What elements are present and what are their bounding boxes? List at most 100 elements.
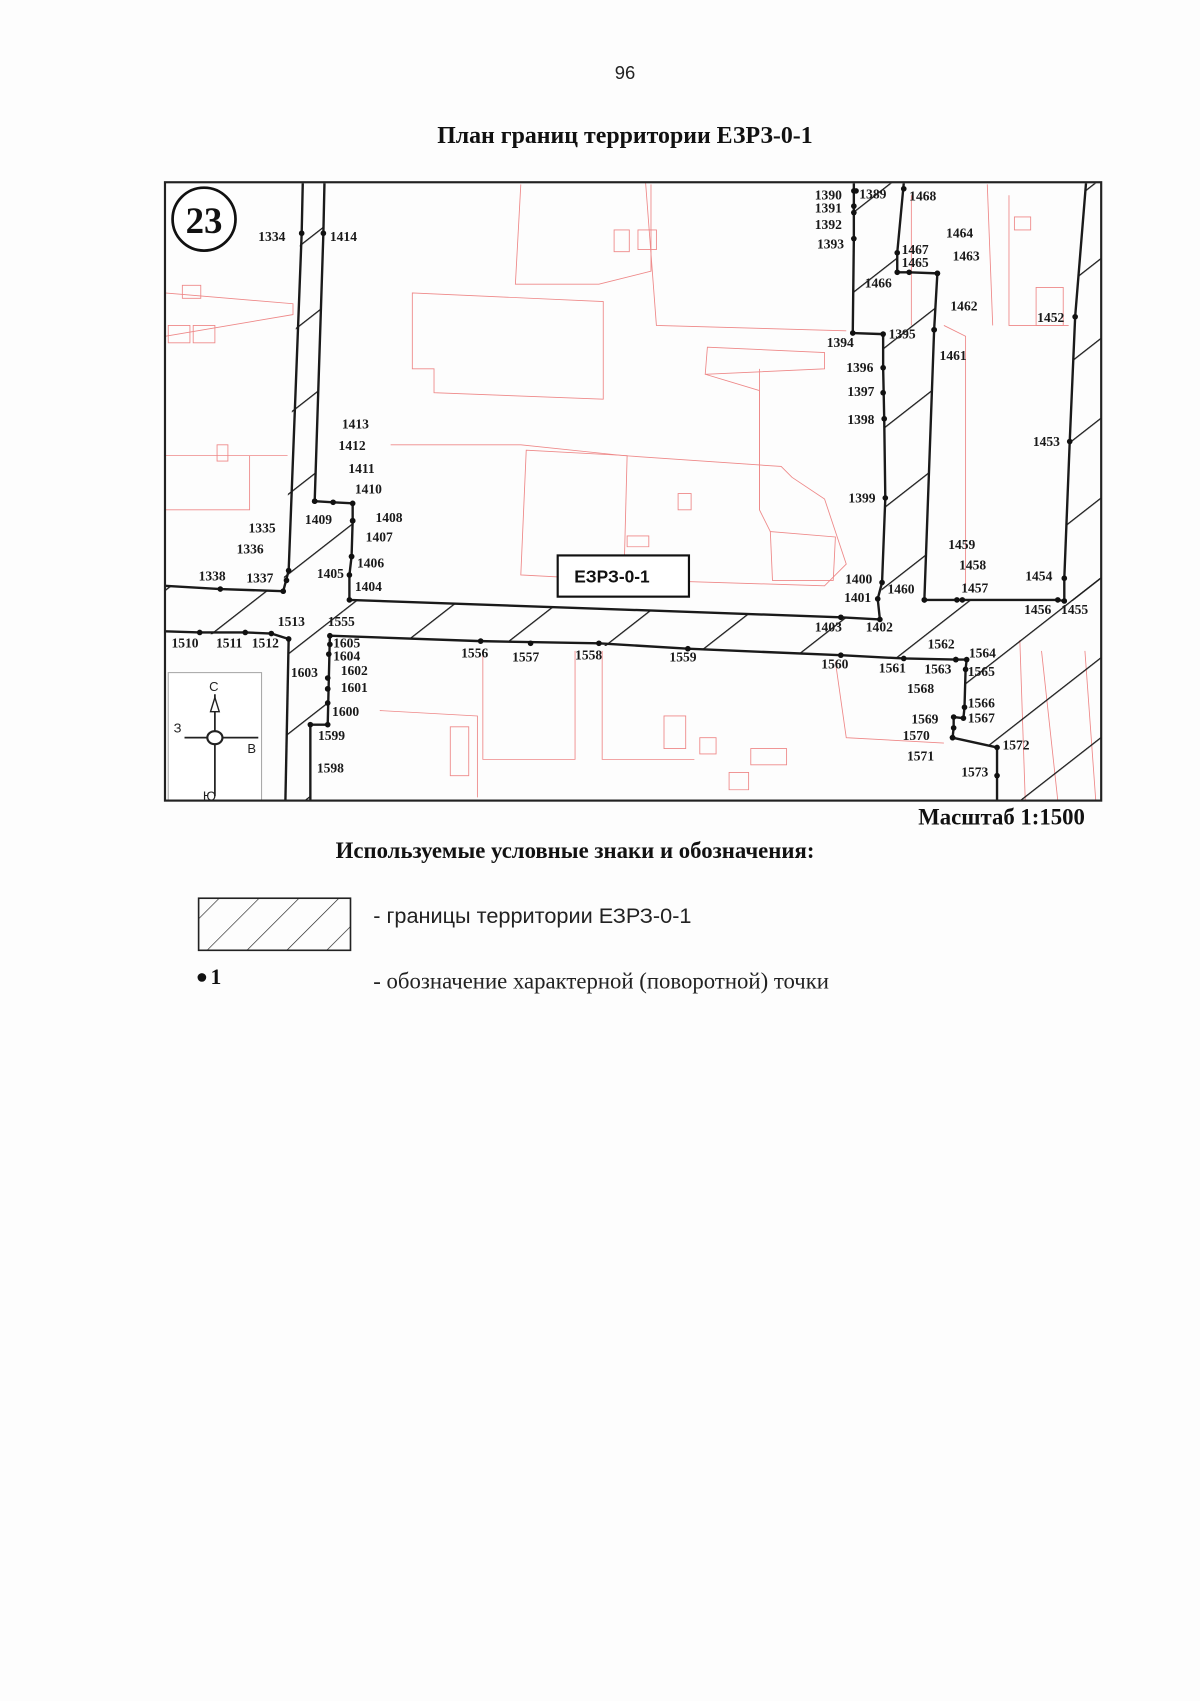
- turning-point-marker: [320, 230, 327, 237]
- legend-point-text: - обозначение характерной (поворотной) т…: [373, 968, 829, 993]
- north-arrow-icon: [209, 695, 221, 713]
- turning-point: 1573: [961, 765, 1000, 780]
- turning-point-label: 1458: [959, 558, 986, 573]
- turning-point-label: 1566: [968, 695, 995, 710]
- turning-point-label: 1598: [317, 760, 344, 775]
- map-scale: Масштаб 1:1500: [918, 804, 1085, 829]
- turning-point-label: 1402: [866, 619, 893, 634]
- turning-point: 1408: [349, 510, 403, 525]
- turning-point: 1567: [960, 710, 995, 725]
- turning-point-marker: [953, 656, 959, 663]
- turning-point: 1403: [815, 614, 844, 634]
- turning-point-label: 1559: [669, 650, 696, 665]
- turning-point-label: 1604: [333, 649, 360, 664]
- legend-point-icon: [197, 973, 207, 982]
- compass-north: С: [209, 679, 218, 694]
- turning-point: 1467: [894, 242, 929, 257]
- turning-point-marker: [348, 553, 355, 560]
- turning-point-marker: [1061, 598, 1068, 604]
- turning-point: 1459: [921, 537, 976, 603]
- turning-point: 1406: [348, 553, 384, 570]
- turning-point: 1389: [853, 187, 887, 202]
- turning-point-label: 1391: [815, 201, 842, 216]
- turning-point-marker: [900, 655, 907, 662]
- turning-point: 1564: [963, 645, 996, 663]
- turning-point: 1461: [931, 326, 967, 363]
- turning-point-label: 1461: [940, 348, 967, 363]
- turning-point: 1454: [1025, 568, 1068, 583]
- turning-point-marker: [196, 629, 203, 636]
- turning-point-marker: [280, 588, 287, 595]
- turning-point-label: 1414: [330, 229, 357, 244]
- turning-point-marker: [934, 270, 941, 277]
- turning-point-label: 1511: [216, 636, 243, 651]
- turning-point-label: 1600: [332, 704, 359, 719]
- turning-point-label: 1601: [341, 680, 368, 695]
- turning-point: 1566: [961, 695, 995, 710]
- turning-point: 1512: [252, 630, 279, 651]
- turning-point-marker: [838, 652, 844, 659]
- turning-point-label: 1464: [946, 226, 973, 241]
- turning-point: 1570: [903, 728, 956, 743]
- turning-point: 1511: [216, 629, 249, 651]
- sheet-number-circle: [171, 186, 237, 252]
- turning-point-label: 1403: [815, 619, 842, 634]
- turning-point: 1393: [817, 235, 857, 251]
- turning-point: 1604: [325, 649, 360, 664]
- page-number: 96: [615, 62, 636, 83]
- turning-point-marker: [849, 330, 856, 336]
- turning-point-marker: [851, 203, 857, 209]
- turning-point-label: 1465: [902, 255, 929, 270]
- turning-point-label: 1452: [1037, 310, 1064, 325]
- turning-point-label: 1567: [968, 710, 995, 725]
- turning-point: 1569: [911, 712, 957, 731]
- turning-point-label: 1602: [341, 663, 368, 678]
- turning-point: 1453: [1033, 434, 1073, 449]
- turning-point-marker: [880, 389, 886, 396]
- turning-point-label: 1460: [887, 581, 914, 596]
- turning-point-marker: [268, 630, 275, 637]
- turning-point-label: 1565: [968, 664, 995, 679]
- turning-point-marker: [1066, 438, 1073, 445]
- legend-point-sample: 1: [211, 965, 222, 989]
- turning-point: 1568: [907, 681, 957, 720]
- turning-point: 1462: [931, 298, 978, 333]
- compass-rose: С Ю З В: [167, 672, 263, 801]
- turning-point-label: 1406: [357, 555, 384, 570]
- turning-point: 1458: [954, 558, 986, 603]
- turning-point-marker: [851, 235, 857, 242]
- turning-point-marker: [349, 500, 356, 507]
- turning-point: 1335: [249, 521, 292, 574]
- turning-point-marker: [882, 495, 889, 501]
- turning-point-marker: [959, 597, 966, 603]
- turning-point-marker: [906, 269, 912, 276]
- turning-point-label: 1453: [1033, 434, 1060, 449]
- turning-point: 1560: [821, 652, 849, 671]
- turning-point: 1456: [1024, 597, 1061, 617]
- turning-point-label: 1336: [237, 541, 264, 556]
- turning-point: 1465: [902, 255, 929, 276]
- turning-point-label: 1394: [827, 335, 854, 350]
- turning-point: 1565: [962, 664, 995, 679]
- turning-point-marker: [838, 614, 844, 621]
- turning-point-label: 1510: [171, 636, 198, 651]
- turning-point-label: 1564: [969, 645, 996, 660]
- turning-point-label: 1400: [845, 572, 872, 587]
- turning-point: 1455: [1061, 598, 1088, 617]
- turning-point-marker: [327, 641, 333, 648]
- turning-point-label: 1454: [1025, 568, 1052, 583]
- turning-point: 1601: [324, 680, 368, 695]
- turning-point-label: 1467: [902, 242, 929, 257]
- zone-label-box: [556, 554, 691, 598]
- turning-point-label: 1395: [889, 326, 916, 341]
- turning-point-marker: [330, 499, 336, 506]
- turning-point: 1600: [324, 700, 359, 719]
- turning-point: 1605: [327, 636, 360, 651]
- turning-point: 1411: [330, 461, 375, 506]
- map-frame: [163, 181, 1103, 802]
- turning-point: 1599: [318, 721, 345, 743]
- turning-point-label: 1337: [246, 571, 273, 586]
